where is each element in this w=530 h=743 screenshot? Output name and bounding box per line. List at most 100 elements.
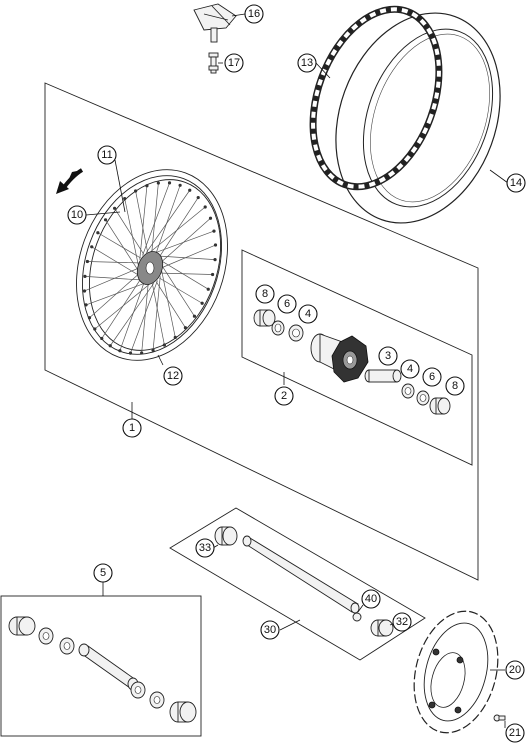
- svg-text:21: 21: [509, 727, 521, 739]
- spoke-nipple: [118, 349, 122, 353]
- wheel-spoke: [124, 198, 139, 265]
- wheel-spoke: [150, 206, 206, 253]
- wheel-spoke: [155, 281, 186, 328]
- spoke-nipple: [213, 243, 218, 247]
- spoke-nipple: [145, 184, 149, 188]
- spoke-nipple: [85, 259, 89, 264]
- callout-21: 21: [505, 723, 525, 743]
- callout-13: 13: [297, 53, 317, 73]
- svg-text:32: 32: [396, 616, 408, 628]
- callout-33: 33: [195, 538, 215, 558]
- callout-3: 3: [378, 346, 398, 366]
- wheel-spoke: [97, 232, 141, 259]
- wheel-spoke: [154, 230, 215, 254]
- wheel-spoke: [87, 261, 139, 264]
- spoke-nipple: [206, 287, 210, 291]
- valve-part: [208, 52, 219, 74]
- spoke-nipple: [196, 195, 200, 200]
- svg-text:3: 3: [385, 350, 391, 362]
- spoke-nipple: [134, 189, 138, 193]
- callout-2: 2: [274, 386, 294, 406]
- spoke-nipple: [192, 314, 197, 318]
- callout-6-left: 6: [277, 294, 297, 314]
- axle-panel: [169, 507, 426, 661]
- valve-cap-part: [193, 3, 237, 43]
- wheel-spoke: [141, 283, 149, 353]
- spoke-nipple: [156, 181, 160, 185]
- callout-4-left: 4: [298, 304, 318, 324]
- wheel-spoke: [161, 272, 213, 275]
- callout-5: 5: [93, 563, 113, 583]
- wheel-spoke: [101, 278, 142, 339]
- callout-17: 17: [224, 53, 244, 73]
- svg-text:5: 5: [100, 567, 106, 579]
- axle-parts: [214, 526, 394, 637]
- bearing-kit-parts: [8, 616, 197, 723]
- svg-text:11: 11: [101, 149, 112, 161]
- svg-text:16: 16: [248, 8, 260, 20]
- wheel-spoke: [157, 255, 216, 260]
- callout-8-left: 8: [255, 284, 275, 304]
- svg-text:2: 2: [281, 390, 287, 402]
- wheel-spoke: [119, 281, 145, 351]
- spoke-nipple: [203, 205, 207, 209]
- spoke-nipple: [162, 343, 166, 347]
- spoke-nipple: [200, 301, 204, 305]
- spoke-nipple: [208, 216, 213, 220]
- wheel-spoke: [142, 182, 170, 256]
- bearing-kit-panel: [0, 595, 202, 737]
- spoke-nipple: [128, 351, 133, 355]
- callout-11: 11: [97, 145, 117, 165]
- callout-20: 20: [505, 660, 525, 680]
- svg-text:12: 12: [167, 370, 179, 382]
- spoke-nipple: [151, 348, 155, 352]
- brake-disc: [413, 610, 499, 734]
- svg-text:4: 4: [407, 363, 413, 375]
- svg-text:20: 20: [509, 664, 521, 676]
- spoke-nipple: [96, 231, 100, 235]
- svg-text:33: 33: [199, 542, 211, 554]
- spoked-wheel: [76, 169, 228, 361]
- wheel-spoke: [84, 276, 143, 281]
- wheel-spoke: [151, 183, 159, 253]
- svg-text:6: 6: [284, 298, 290, 310]
- hub-parts: [253, 309, 451, 415]
- callout-32: 32: [392, 612, 412, 632]
- spoke-nipple: [123, 197, 127, 201]
- svg-text:14: 14: [510, 177, 522, 189]
- spoke-nipple: [178, 183, 182, 187]
- wheel-spoke: [160, 218, 211, 263]
- callout-8-right: 8: [445, 376, 465, 396]
- wheel-spoke: [161, 244, 216, 268]
- wheel-spoke: [114, 208, 145, 255]
- spoke-nipple: [90, 245, 94, 249]
- wheel-spoke: [91, 246, 140, 276]
- wheel-spoke: [85, 282, 146, 306]
- spoke-nipple: [103, 218, 108, 222]
- wheel-spoke: [145, 190, 191, 254]
- wheel-spoke: [84, 268, 139, 292]
- spoke-nipple: [108, 344, 112, 348]
- spoke-nipple: [93, 327, 97, 331]
- spoke-nipple: [100, 336, 104, 341]
- svg-text:13: 13: [301, 57, 313, 69]
- svg-text:17: 17: [228, 57, 240, 69]
- spoke-nipple: [212, 229, 216, 233]
- wheel-spoke: [155, 185, 181, 255]
- callout-30: 30: [260, 620, 280, 640]
- spoke-nipple: [84, 303, 88, 307]
- svg-text:10: 10: [71, 209, 83, 221]
- callout-1: 1: [122, 418, 142, 438]
- wheel-spoke: [139, 185, 148, 260]
- svg-text:40: 40: [365, 593, 377, 605]
- svg-text:30: 30: [264, 624, 276, 636]
- wheel-spoke: [152, 276, 161, 351]
- spoke-nipple: [173, 335, 177, 339]
- spoke-nipple: [82, 289, 87, 293]
- disc-bolt: [493, 714, 506, 722]
- wheel-spoke: [161, 265, 195, 317]
- spoke-nipple: [140, 351, 144, 355]
- wheel-spoke: [105, 219, 139, 271]
- callout-12: 12: [163, 366, 183, 386]
- svg-text:8: 8: [262, 288, 268, 300]
